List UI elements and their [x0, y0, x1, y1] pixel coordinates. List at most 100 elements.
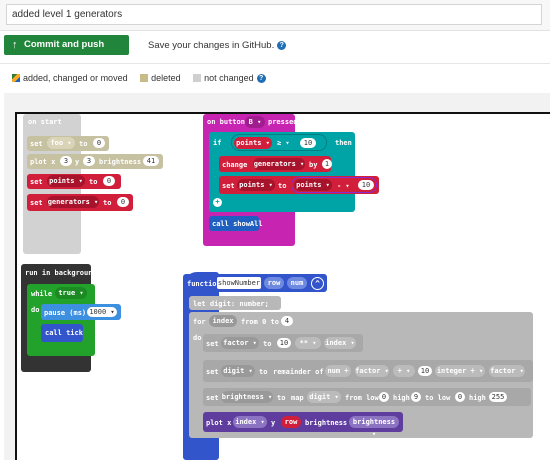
x-slot[interactable]: 3 [60, 156, 72, 166]
pause-block[interactable]: pause (ms) 1000 ▾ [41, 304, 121, 320]
changed-swatch-icon [12, 74, 20, 82]
call-label: call showAll [212, 220, 263, 228]
while-block[interactable]: while true ▾ do [27, 284, 95, 356]
value-slot[interactable]: 255 [489, 392, 507, 402]
set-factor-block[interactable]: set factor ▾ to 10 ** ▾ index ▾ [203, 334, 363, 352]
divider [0, 63, 550, 64]
set-label: set [222, 182, 235, 190]
not-changed-swatch-icon [193, 74, 202, 82]
while-label: while [31, 290, 53, 298]
let-digit-block[interactable]: let digit: number; [189, 296, 281, 310]
generators-dropdown[interactable]: generators ▾ [47, 196, 99, 208]
set-foo-block[interactable]: set foo ▾ to 0 [27, 136, 109, 151]
by-label: by [309, 161, 318, 169]
value-slot[interactable]: 0 [103, 176, 115, 186]
value-slot[interactable]: 10 [418, 366, 432, 376]
digit-var[interactable]: digit ▾ [307, 391, 341, 403]
to-label: to [79, 140, 88, 148]
commit-message-input[interactable]: added level 1 generators [6, 4, 542, 25]
brightness-label: brightness [99, 158, 142, 166]
commit-bar: added level 1 generators [0, 0, 550, 31]
function-name-input[interactable]: showNumber [217, 277, 261, 289]
foo-dropdown[interactable]: foo ▾ [47, 137, 75, 149]
diff-legend: added, changed or moved deleted not chan… [12, 73, 276, 84]
set-points-block[interactable]: set points ▾ to 0 [27, 174, 121, 189]
set-digit-block[interactable]: set digit ▾ to remainder of num ÷ factor… [203, 360, 533, 382]
high-label: high [469, 394, 486, 402]
points-dropdown[interactable]: points ▾ [237, 179, 275, 191]
value-slot[interactable]: 10 [300, 138, 316, 148]
for-loop-block[interactable]: for index from 0 to 4 do set factor ▾ to… [189, 312, 533, 438]
index-var[interactable]: index ▾ [233, 416, 267, 428]
value-slot[interactable]: 0 [379, 392, 389, 402]
integer-div-dropdown[interactable]: integer ÷ ▾ [435, 365, 485, 377]
pressed-label: pressed [268, 118, 298, 126]
points-var[interactable]: points ▾ [294, 179, 332, 191]
add-else-icon[interactable]: + [213, 198, 222, 207]
call-tick-block[interactable]: call tick [41, 324, 83, 342]
div-dropdown[interactable]: ÷ ▾ [393, 365, 415, 377]
do-label: do [31, 306, 40, 314]
points-var[interactable]: points ▾ [234, 137, 272, 149]
blocks-canvas[interactable]: on start set foo ▾ to 0 plot x 3 y 3 bri… [15, 112, 550, 460]
points-dropdown[interactable]: points ▾ [47, 175, 85, 187]
commit-push-button[interactable]: ↑ Commit and push changes [4, 35, 129, 70]
plot-brightness-block[interactable]: plot x index ▾ y row brightness brightne… [203, 412, 403, 438]
index-var[interactable]: index ▾ [324, 337, 356, 349]
value-slot[interactable]: 0 [93, 138, 105, 148]
y-slot[interactable]: 3 [83, 156, 95, 166]
set-label: set [30, 140, 43, 148]
value-slot[interactable]: 0 [117, 197, 129, 207]
brightness-slot[interactable]: 41 [143, 156, 159, 166]
index-var[interactable]: index [209, 315, 237, 327]
factor-var[interactable]: factor ▾ [489, 365, 525, 377]
plot-label: plot x [30, 158, 56, 166]
digit-dropdown[interactable]: digit ▾ [221, 365, 255, 377]
map-label: map [291, 394, 304, 402]
help-icon[interactable]: ? [256, 74, 266, 84]
value-slot[interactable]: 10 [277, 338, 291, 348]
legend-not-changed: not changed [204, 73, 254, 83]
change-generators-block[interactable]: change generators ▾ by 1 [219, 156, 332, 172]
factor-var[interactable]: factor ▾ [355, 365, 389, 377]
generators-dropdown[interactable]: generators ▾ [253, 158, 305, 170]
save-hint-text: Save your changes in GitHub. [148, 40, 275, 51]
legend-deleted: deleted [151, 73, 181, 83]
pow-dropdown[interactable]: ** ▾ [295, 337, 321, 349]
set-label: set [30, 199, 43, 207]
set-points-block[interactable]: set points ▾ to points ▾ - ▾ 10 [219, 176, 379, 194]
row-param[interactable]: row [264, 277, 284, 289]
button-dropdown[interactable]: B ▾ [245, 116, 265, 128]
do-label: do [193, 334, 202, 342]
brightness-var[interactable]: brightness ▾ [349, 416, 399, 438]
value-slot[interactable]: 1 [322, 159, 332, 169]
brightness-dropdown[interactable]: brightness ▾ [221, 391, 273, 403]
help-icon[interactable]: ? [277, 40, 287, 50]
minus-block[interactable]: points ▾ - ▾ 10 [291, 177, 377, 193]
function-label: function [187, 280, 221, 288]
function-header[interactable]: function showNumber row num ^ [183, 274, 327, 292]
num-param[interactable]: num [287, 277, 307, 289]
value-slot[interactable]: 9 [411, 392, 421, 402]
call-showall-block[interactable]: call showAll [209, 216, 263, 231]
true-dropdown[interactable]: true ▾ [55, 287, 87, 299]
if-block[interactable]: if points ▾ ≥ ▾ 10 then change generator… [209, 132, 379, 212]
compare-block[interactable]: points ▾ ≥ ▾ 10 [231, 134, 327, 151]
minus-dropdown[interactable]: - ▾ [337, 182, 350, 190]
value-slot[interactable]: 0 [455, 392, 465, 402]
pause-slot[interactable]: 1000 ▾ [87, 307, 117, 317]
then-label: then [335, 139, 352, 147]
set-generators-block[interactable]: set generators ▾ to 0 [27, 194, 133, 211]
deleted-swatch-icon [140, 74, 149, 82]
save-hint: Save your changes in GitHub.? [148, 40, 287, 51]
set-brightness-block[interactable]: set brightness ▾ to map digit ▾ from low… [203, 388, 531, 406]
num-var[interactable]: num ÷ [325, 365, 351, 377]
factor-dropdown[interactable]: factor ▾ [221, 337, 259, 349]
plot-block[interactable]: plot x 3 y 3 brightness 41 [27, 154, 163, 169]
gte-dropdown[interactable]: ≥ ▾ [277, 139, 290, 147]
row-var[interactable]: row [281, 416, 301, 428]
value-slot[interactable]: 4 [281, 316, 293, 326]
add-param-icon[interactable]: ^ [311, 277, 324, 290]
value-slot[interactable]: 10 [358, 180, 374, 190]
for-label: for [193, 318, 206, 326]
